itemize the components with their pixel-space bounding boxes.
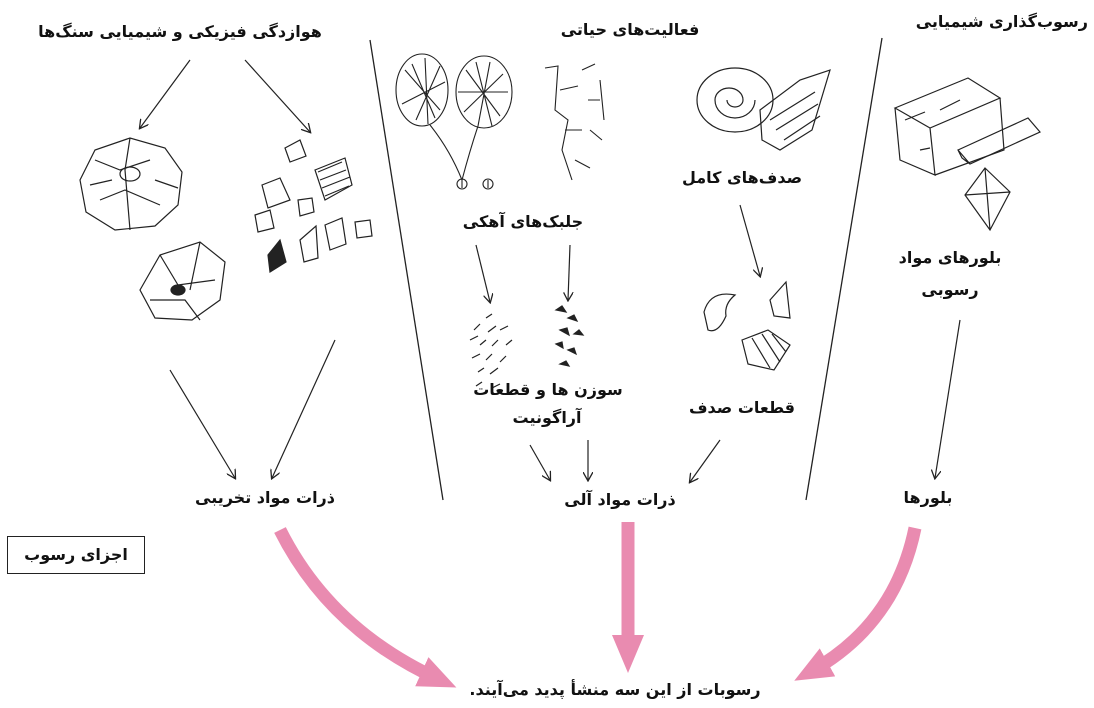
- arrow-rock-to-detrital: [170, 370, 235, 478]
- calcareous-algae-drawing: [396, 54, 604, 189]
- arrow-shells-to-fragments: [740, 205, 760, 276]
- weathered-rock-large: [80, 138, 182, 230]
- arrow-fragments-to-detrital: [272, 340, 335, 478]
- label-sediment-crystals-1: بلورهای مواد: [885, 248, 1015, 267]
- label-organic-particles: ذرات مواد آلی: [535, 490, 705, 509]
- arrow-shellfrag-to-organic: [690, 440, 720, 482]
- label-shell-fragments: قطعات صدف: [672, 398, 812, 417]
- arrow-needles-to-organic-1: [530, 445, 550, 480]
- divider-left: [370, 40, 443, 500]
- label-whole-shells: صدف‌های کامل: [672, 168, 812, 187]
- whole-shells-drawing: [697, 68, 830, 150]
- sediment-components-box: اجزای رسوب: [7, 536, 145, 574]
- weathered-rock-small: [140, 242, 225, 320]
- aragonite-needles-drawing: [470, 306, 583, 388]
- label-calcareous-algae: جلبک‌های آهکی: [448, 212, 598, 231]
- arrow-weathering-to-fragments: [245, 60, 310, 132]
- shell-fragments-drawing: [704, 282, 790, 370]
- label-sediment-crystals-2: رسوبی: [885, 280, 1015, 299]
- label-crystals: بلورها: [878, 488, 978, 507]
- conclusion-text: رسوبات از این سه منشأ پدید می‌آیند.: [460, 680, 770, 699]
- pink-arrows: [280, 522, 915, 680]
- rock-fragments: [255, 140, 372, 272]
- pink-arrow-left: [280, 530, 440, 680]
- pink-arrow-right: [810, 528, 915, 672]
- header-weathering: هوازدگی فیزیکی و شیمیایی سنگ‌ها: [30, 22, 330, 41]
- divider-right: [806, 38, 882, 500]
- crystals-drawing: [895, 78, 1040, 230]
- arrow-weathering-to-rock: [140, 60, 190, 128]
- arrow-crystals-to-bulurha: [935, 320, 960, 478]
- label-detrital-particles: ذرات مواد تخریبی: [180, 488, 350, 507]
- header-biological: فعالیت‌های حیاتی: [560, 20, 700, 39]
- label-needles-1: سوزن ها و قطعات: [468, 380, 628, 399]
- header-chemical: رسوب‌گذاری شیمیایی: [918, 12, 1088, 31]
- arrow-algae-to-needles: [476, 245, 490, 302]
- arrow-algae-to-bits: [568, 245, 570, 300]
- label-needles-2: آراگونیت: [482, 408, 612, 427]
